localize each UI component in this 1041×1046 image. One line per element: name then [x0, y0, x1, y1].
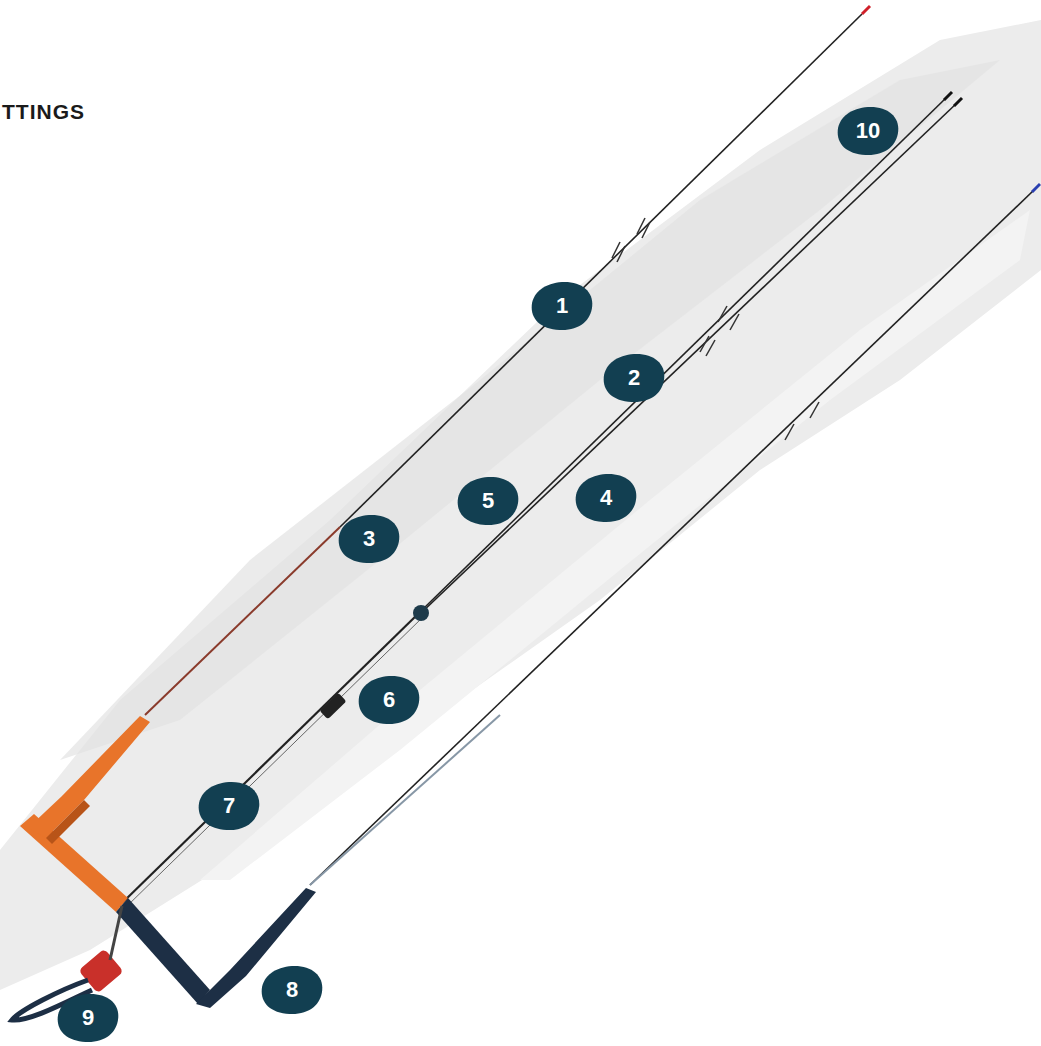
break-mark — [810, 402, 819, 418]
center-line — [420, 96, 948, 612]
depower-line — [120, 612, 420, 905]
page-title: TTINGS — [2, 100, 85, 124]
line-tip — [944, 92, 952, 100]
loop-line — [110, 906, 122, 960]
callout-number: 7 — [195, 779, 263, 833]
callout-badge: 10 — [834, 104, 902, 158]
back-line — [310, 190, 1034, 885]
depower-cleat — [319, 693, 346, 720]
brush-stroke — [60, 60, 1000, 760]
callout-badge: 8 — [258, 963, 326, 1017]
bar-float-left — [28, 716, 150, 838]
chicken-loop-release — [78, 949, 123, 994]
break-mark — [785, 424, 794, 440]
break-mark — [617, 246, 625, 262]
depower-line — [124, 616, 424, 909]
back-line-leader — [310, 715, 500, 885]
callout-badge: 2 — [600, 351, 668, 405]
callout-number: 3 — [335, 512, 403, 566]
callout-number: 9 — [54, 991, 122, 1045]
callout-number: 2 — [600, 351, 668, 405]
brush-stroke — [200, 210, 1030, 880]
callout-badge: 4 — [572, 471, 640, 525]
brush-background — [0, 20, 1041, 990]
line-tip — [954, 98, 962, 106]
bar-float-left — [46, 800, 90, 844]
break-mark — [637, 218, 645, 234]
callout-badge: 1 — [528, 279, 596, 333]
callout-badge: 3 — [335, 512, 403, 566]
callout-number: 10 — [834, 104, 902, 158]
break-mark — [718, 306, 727, 322]
front-line — [340, 14, 862, 527]
line-tip — [862, 6, 870, 14]
line-tip — [1032, 184, 1040, 192]
break-mark — [700, 336, 709, 352]
callout-number: 8 — [258, 963, 326, 1017]
callout-badge: 5 — [454, 474, 522, 528]
break-mark — [706, 340, 715, 356]
callout-number: 4 — [572, 471, 640, 525]
stopper-ball — [413, 605, 429, 621]
callout-badge: 6 — [355, 673, 423, 727]
callout-number: 5 — [454, 474, 522, 528]
center-line — [420, 102, 958, 614]
callout-badge: 7 — [195, 779, 263, 833]
callout-number: 6 — [355, 673, 423, 727]
break-mark — [612, 242, 620, 258]
callout-number: 1 — [528, 279, 596, 333]
bar-right — [116, 898, 210, 1004]
front-line-leader — [145, 527, 340, 715]
break-mark — [730, 314, 739, 330]
callout-badge: 9 — [54, 991, 122, 1045]
break-mark — [642, 222, 650, 238]
